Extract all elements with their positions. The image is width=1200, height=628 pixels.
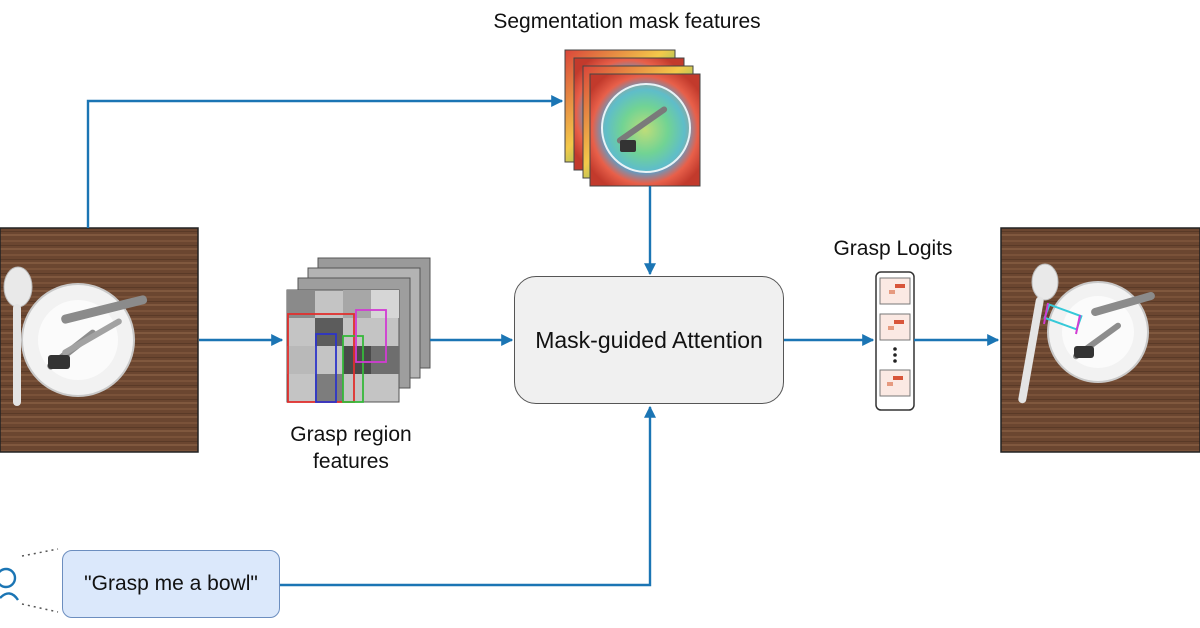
spoon xyxy=(3,266,33,406)
cutlery xyxy=(47,295,148,370)
predicted-grasp-box xyxy=(1043,302,1083,335)
input-scene-image xyxy=(0,227,199,453)
text-prompt-box: "Grasp me a bowl" xyxy=(62,550,280,618)
mask-guided-attention-block: Mask-guided Attention xyxy=(514,276,784,404)
user-icon xyxy=(0,548,59,613)
grasp-logits-stack xyxy=(875,271,915,411)
cutlery xyxy=(1072,292,1155,360)
vertical-ellipsis-icon xyxy=(893,347,897,363)
connector-arrows xyxy=(86,95,1000,587)
bowl xyxy=(21,283,135,397)
grasp-region-stack xyxy=(286,257,431,403)
attention-label: Mask-guided Attention xyxy=(535,326,763,353)
grasp-logits-label: Grasp Logits xyxy=(833,237,953,260)
segmentation-label: Segmentation mask features xyxy=(493,10,761,33)
grasp-region-label-line-2: features xyxy=(313,450,389,473)
grasp-region-label-line-1: Grasp region xyxy=(290,423,412,446)
pixel-blocks xyxy=(287,290,399,402)
segmentation-mask-stack xyxy=(564,49,701,187)
output-scene-image xyxy=(1000,227,1200,453)
arrow-input-to-segmentation xyxy=(86,95,564,228)
arrow-prompt-to-attention xyxy=(280,405,656,587)
spoon xyxy=(1018,263,1059,404)
prompt-text: "Grasp me a bowl" xyxy=(84,572,258,595)
